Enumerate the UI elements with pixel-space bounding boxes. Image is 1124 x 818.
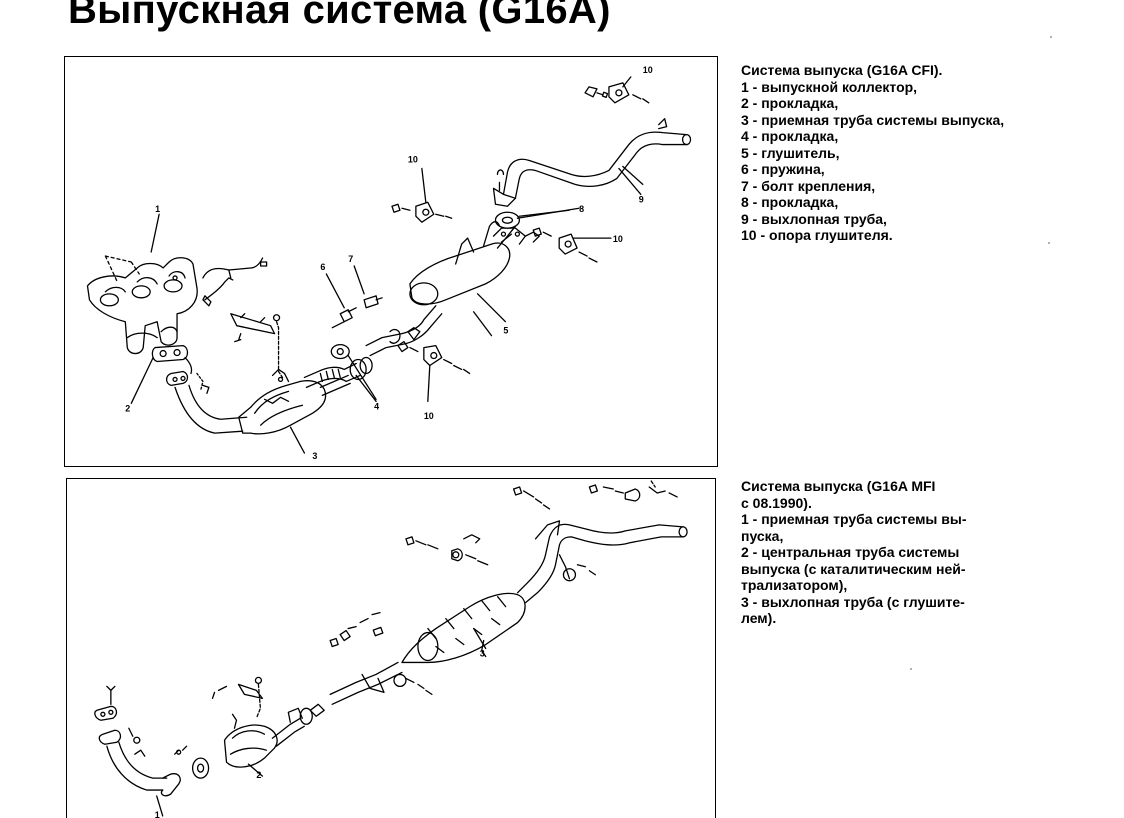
legend-item: 2 - прокладка, [741,95,839,111]
center-pipe [365,305,443,357]
mfi-callout-1: 1 [155,810,160,818]
legend-item: 4 - прокладка, [741,128,839,144]
legend-item: 9 - выхлопная труба, [741,210,887,227]
gasket-2 [151,344,193,375]
callout-5: 5 [503,326,508,336]
mfi-callout-3: 3 [480,648,485,658]
muffler-mount-right [532,227,612,263]
muffler-mount-top [584,76,650,104]
exhaust-diagram-cfi: 1 2 3 4 5 6 7 8 9 10 10 10 10 [64,56,718,467]
scan-speck [1050,36,1052,38]
callout-10-top: 10 [643,65,653,75]
catalytic-converter [238,368,351,435]
muffler-mount-left [391,167,453,223]
exhaust-diagram-cfi-drawing: 1 2 3 4 5 6 7 8 9 10 10 10 10 [86,65,692,461]
page-title: Выпускная система (G16A) [68,0,611,32]
scan-speck [910,668,912,670]
muffler-mount-bottom [397,340,471,402]
exhaust-diagram-mfi: 1 2 3 [66,478,716,818]
legend-item: 10 - опора глушителя. [741,227,893,243]
front-pipe [165,370,248,434]
callout-4: 4 [374,401,379,411]
legend-item: 3 - приемная труба системы выпуска, [741,111,1005,128]
legend-item: 1 - приемная труба системы вы- пуска, [741,511,967,544]
gasket-4 [330,343,377,400]
callout-7: 7 [348,254,353,264]
caption-mfi: Система выпуска (G16A MFI с 08.1990). 1 … [741,478,1041,627]
scan-speck [1048,242,1050,244]
legend-item: 6 - пружина, [741,161,825,177]
legend-item: 3 - выхлопная труба (с глушите- лем). [741,593,965,627]
exhaust-manifold [86,255,268,355]
mfi-catalytic-converter [174,676,325,779]
legend-item: 7 - болт крепления, [741,177,876,194]
callout-2: 2 [125,403,130,413]
mfi-center-pipe-muffler [329,520,688,705]
mfi-front-pipe [94,685,181,797]
legend-item: 1 - выпускной коллектор, [741,78,918,95]
callout-6: 6 [320,262,325,272]
mfi-callout-2: 2 [256,770,261,780]
callout-10-left: 10 [408,154,418,164]
tail-pipe [492,118,692,207]
callout-1: 1 [155,204,160,214]
spring-and-bolt [325,265,383,329]
heat-shield-bracket [230,313,284,379]
legend-item: 5 - глушитель, [741,144,840,161]
legend-item: 8 - прокладка, [741,194,839,210]
caption-cfi-heading: Система выпуска (G16A CFI). [741,62,943,78]
callout-10-right: 10 [613,234,623,244]
flex-pipe [303,356,373,389]
caption-cfi: Система выпуска (G16A CFI). 1 - выпускно… [741,62,1061,244]
callout-9: 9 [639,194,644,204]
callout-8: 8 [579,204,584,214]
callout-3: 3 [312,451,317,461]
legend-item: 2 - центральная труба системы выпуска (с… [741,544,966,593]
caption-mfi-heading: Система выпуска (G16A MFI с 08.1990). [741,478,936,511]
mfi-hangers [329,480,678,648]
exhaust-diagram-mfi-drawing: 1 2 3 [94,480,688,818]
callout-10-bottom: 10 [424,411,434,421]
muffler [409,221,517,337]
